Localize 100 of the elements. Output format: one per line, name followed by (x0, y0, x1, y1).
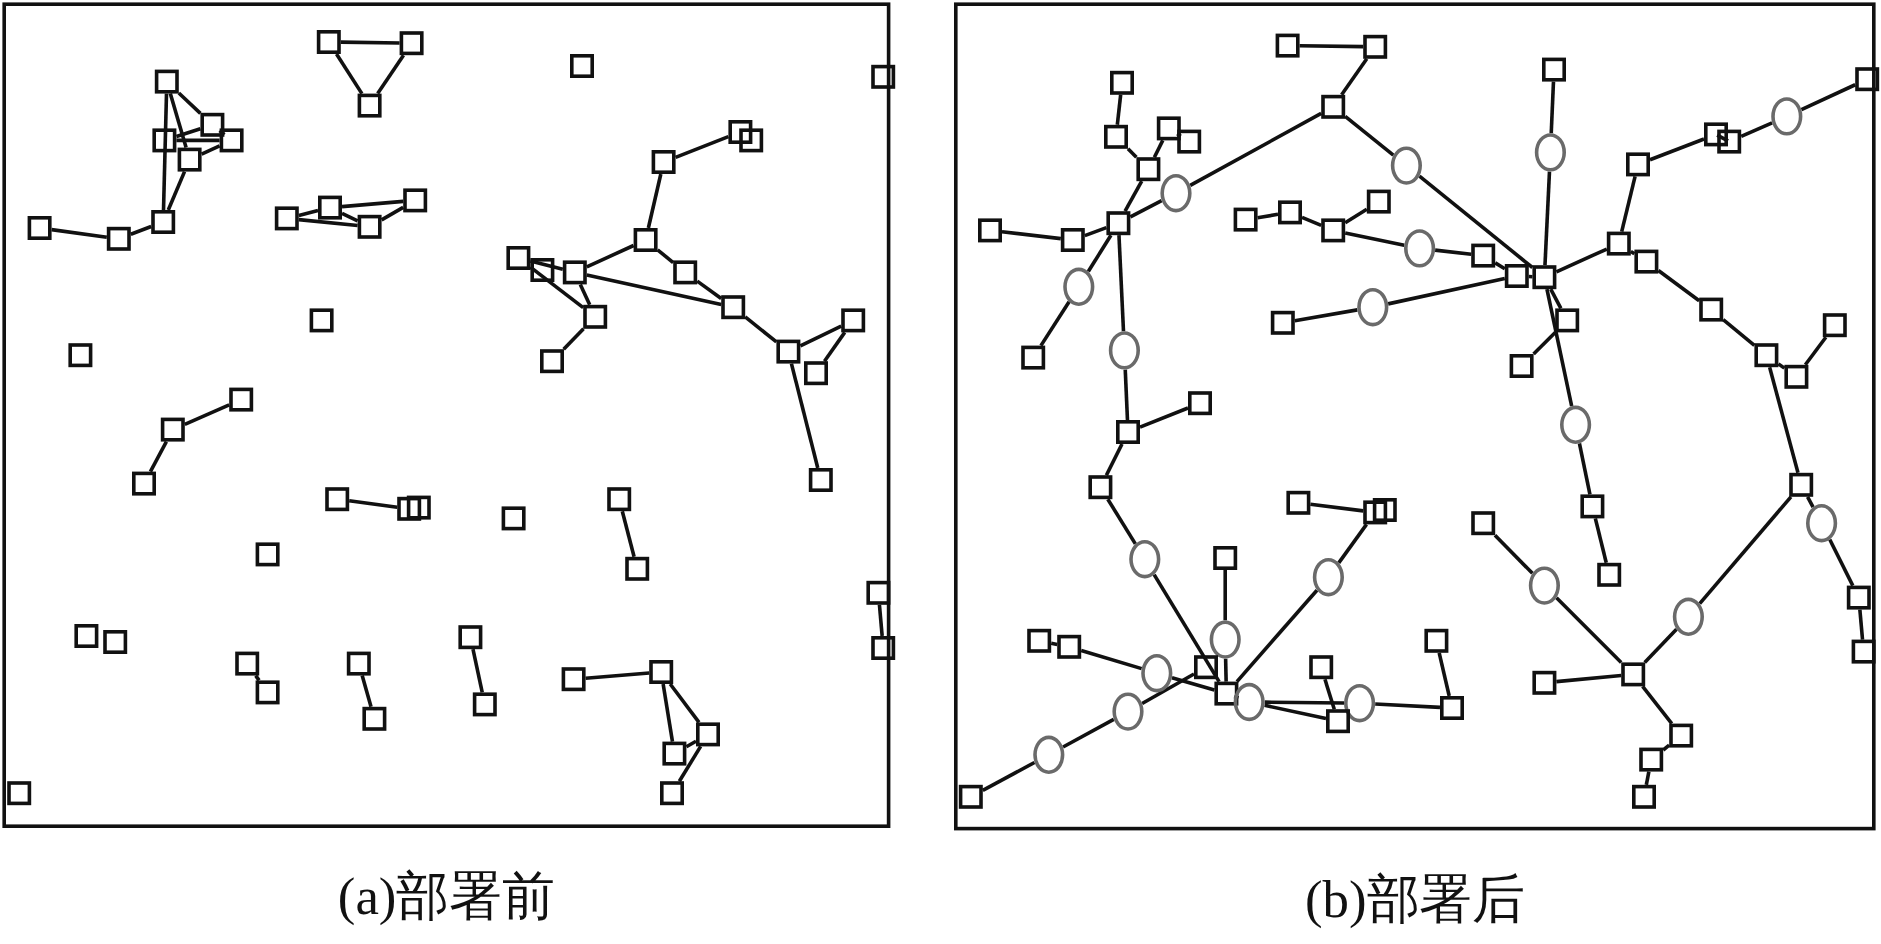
link-line (298, 217, 358, 228)
link-line (1722, 318, 1756, 347)
square-marker (1669, 723, 1694, 748)
link-line (1080, 648, 1143, 671)
link-line (668, 682, 701, 724)
square-marker (1321, 218, 1346, 243)
link-line (1662, 743, 1671, 752)
square-marker (1156, 116, 1181, 141)
link-line (685, 739, 697, 749)
circle-marker (1357, 288, 1389, 327)
link-line (1434, 248, 1472, 257)
link-line (1337, 523, 1368, 564)
link-line (1223, 658, 1228, 682)
link-line (1084, 225, 1108, 238)
circle-marker (1033, 735, 1065, 774)
square-marker (649, 660, 674, 684)
link-line (1104, 443, 1124, 476)
square-marker (540, 349, 564, 374)
circle-marker (1312, 558, 1344, 597)
link-line (1698, 495, 1793, 605)
link-line (341, 199, 404, 209)
link-line (1777, 362, 1786, 370)
link-line (177, 91, 202, 115)
link-line (1543, 171, 1552, 266)
link-line (360, 675, 373, 708)
square-marker (1057, 634, 1082, 659)
link-line (1767, 366, 1800, 474)
link-line (335, 53, 364, 95)
link-line (656, 248, 675, 264)
link-line (877, 604, 884, 637)
link-line (1294, 308, 1358, 323)
link-line (200, 144, 221, 156)
link-line (1323, 678, 1336, 710)
link-line (1310, 502, 1364, 513)
link-line (166, 170, 187, 211)
square-marker (1116, 420, 1140, 444)
circle-marker (1672, 597, 1704, 636)
circle-marker (1108, 331, 1140, 370)
square-marker (346, 651, 371, 676)
link-line (1106, 498, 1137, 545)
square-marker (106, 226, 131, 251)
link-line (674, 135, 730, 159)
square-marker (1088, 475, 1113, 500)
link-line (1549, 81, 1556, 134)
link-line (1340, 57, 1369, 96)
square-marker (660, 781, 684, 806)
square-marker (255, 542, 280, 567)
link-line (677, 745, 703, 783)
link-line (1129, 199, 1163, 219)
link-line (1740, 121, 1773, 138)
link-line (1437, 652, 1451, 697)
square-marker (1504, 264, 1529, 288)
link-line (1115, 94, 1123, 125)
square-marker (1855, 67, 1880, 92)
square-marker (1104, 124, 1128, 149)
link-line (1001, 230, 1061, 241)
square-marker (1509, 354, 1534, 378)
square-marker (1754, 343, 1779, 368)
square-marker (406, 495, 431, 520)
square-marker (1363, 34, 1388, 59)
link-line (744, 315, 778, 344)
square-marker (651, 150, 676, 174)
link-line (168, 93, 188, 149)
link-line (1716, 133, 1729, 143)
square-marker (1440, 696, 1464, 720)
square-marker (808, 468, 833, 492)
link-line (1141, 672, 1195, 706)
link-line (1493, 533, 1534, 575)
link-line (1086, 234, 1113, 273)
square-marker (397, 496, 422, 521)
square-marker (625, 556, 650, 581)
square-marker (1699, 297, 1724, 322)
square-marker (1214, 681, 1239, 706)
circle-marker (1129, 540, 1161, 579)
square-marker (1717, 129, 1742, 154)
link-line (1494, 261, 1506, 271)
square-marker (1021, 345, 1046, 370)
square-marker (1372, 498, 1397, 522)
link-line (1176, 132, 1182, 138)
square-marker (1270, 310, 1295, 335)
square-marker (633, 228, 658, 252)
link-line (562, 327, 585, 351)
link-line (1528, 274, 1533, 279)
link-line (1344, 115, 1395, 157)
square-marker (1471, 243, 1496, 268)
square-marker (235, 651, 260, 676)
square-marker (103, 630, 128, 654)
link-line (1117, 235, 1126, 332)
square-marker (583, 304, 608, 329)
square-marker (776, 339, 801, 364)
square-marker (570, 54, 594, 78)
square-marker (1136, 157, 1161, 182)
square-marker (1846, 585, 1871, 610)
link-line (376, 54, 405, 95)
square-marker (1471, 511, 1496, 536)
link-line (380, 205, 405, 222)
square-marker (219, 128, 244, 153)
square-marker (871, 64, 896, 89)
link-line (1139, 406, 1189, 429)
square-marker (68, 343, 93, 368)
